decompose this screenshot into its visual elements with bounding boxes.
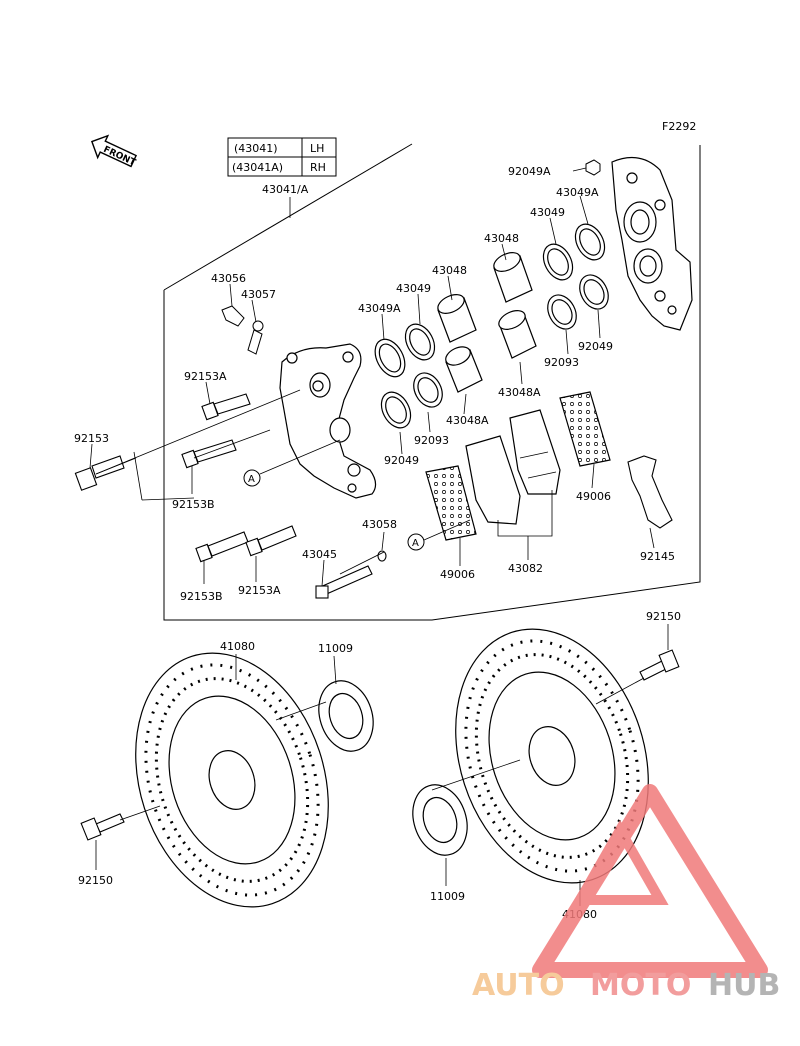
callout-92153b-bottom: 92153B <box>180 590 223 603</box>
callout-92049a: 92049A <box>508 165 551 178</box>
shim-49006-right <box>559 391 611 467</box>
callout-92153b-top: 92153B <box>172 498 215 511</box>
shim-49006-left <box>425 465 477 541</box>
assembly-lines <box>95 389 645 821</box>
callout-92153a-bottom: 92153A <box>238 584 281 597</box>
svg-text:A: A <box>412 538 419 549</box>
callout-41080-left: 41080 <box>220 640 255 653</box>
callout-43082: 43082 <box>508 562 543 575</box>
bleed-screw-92049a <box>585 159 601 176</box>
svg-text:A: A <box>248 474 255 485</box>
callout-43048a-left: 43048A <box>446 414 489 427</box>
watermark-auto: AUTO <box>472 968 565 1003</box>
callout-43056: 43056 <box>211 272 246 285</box>
callout-92150-top: 92150 <box>646 610 681 623</box>
right-caliper-body <box>611 156 693 331</box>
callout-49006-bottom: 49006 <box>440 568 475 581</box>
callout-43049a-top: 43049A <box>556 186 599 199</box>
callout-labels: 92049A 43049A 43049 43048 43048 43049 43… <box>74 165 681 921</box>
callout-92153a-top: 92153A <box>184 370 227 383</box>
caliper-table: (43041) LH (43041A) RH 43041/A <box>227 137 337 218</box>
pad-spring-92145 <box>627 455 673 529</box>
callout-92150-left: 92150 <box>78 874 113 887</box>
watermark-hub: HUB <box>708 968 780 1003</box>
ref-marker-a-right: A <box>407 533 425 551</box>
callout-43045: 43045 <box>302 548 337 561</box>
left-seals <box>374 323 443 429</box>
watermark-moto: MOTO <box>590 968 691 1003</box>
callout-43057: 43057 <box>241 288 276 301</box>
callout-43049-mid: 43049 <box>396 282 431 295</box>
table-part-1: (43041) <box>234 142 278 155</box>
callout-43048-top: 43048 <box>484 232 519 245</box>
left-caliper-body <box>279 343 377 499</box>
brake-disc-left-41080 <box>135 652 329 908</box>
callout-43048-mid: 43048 <box>432 264 467 277</box>
callout-43058: 43058 <box>362 518 397 531</box>
callout-43049a-mid: 43049A <box>358 302 401 315</box>
callout-92145: 92145 <box>640 550 675 563</box>
table-side-2: RH <box>310 161 326 174</box>
bolts <box>74 393 680 841</box>
disc-shim-11009-bottom <box>412 784 468 856</box>
watermark-logo: AUTO MOTO HUB <box>472 784 780 1003</box>
brake-pads-43082 <box>465 409 561 525</box>
cap-43057 <box>247 320 264 355</box>
callout-92049-left: 92049 <box>384 454 419 467</box>
callout-92093-right: 92093 <box>544 356 579 369</box>
table-side-1: LH <box>310 142 324 155</box>
figure-code: F2292 <box>662 120 696 133</box>
right-pistons <box>493 252 537 359</box>
table-part-2: (43041A) <box>232 161 283 174</box>
callout-43049-top: 43049 <box>530 206 565 219</box>
ref-marker-a-left: A <box>243 469 261 487</box>
callout-49006-right: 49006 <box>576 490 611 503</box>
callout-92049-right: 92049 <box>578 340 613 353</box>
disc-shim-11009-top <box>318 680 374 752</box>
front-arrow-icon: FRONT <box>90 134 138 169</box>
caliper-group-label: 43041/A <box>262 183 309 196</box>
right-seals <box>542 223 609 330</box>
bleed-valve-43056 <box>221 305 245 327</box>
callout-11009-top: 11009 <box>318 642 353 655</box>
callout-92153: 92153 <box>74 432 109 445</box>
callout-11009-bottom: 11009 <box>430 890 465 903</box>
left-pistons <box>437 294 483 393</box>
assembly-boundary <box>163 143 701 621</box>
callout-43048a-right: 43048A <box>498 386 541 399</box>
callout-92093-left: 92093 <box>414 434 449 447</box>
